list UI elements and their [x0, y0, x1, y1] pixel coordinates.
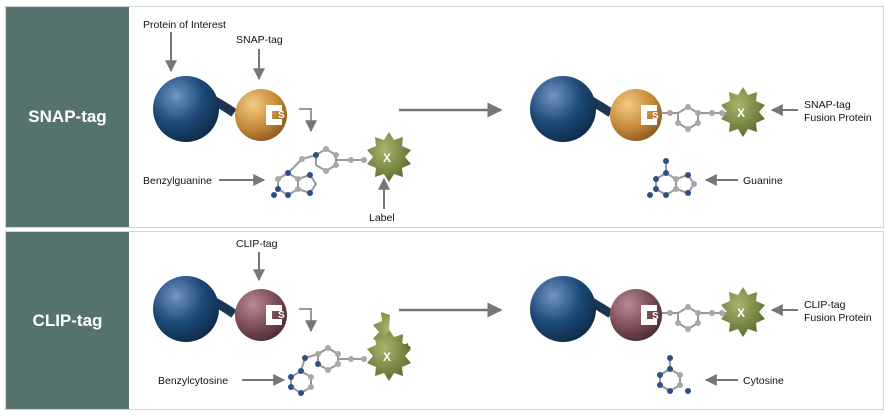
- clip-thiol-glyph: S: [278, 310, 285, 321]
- cytosine-molecule: [657, 355, 691, 394]
- snap-product-thiol-glyph: S: [652, 111, 659, 122]
- cytosine-label: Cytosine: [743, 375, 784, 387]
- snap-tag-scheme: S - Protein of Interest SNAP-tag: [143, 19, 872, 224]
- snap-product-tag-domain: [610, 89, 662, 141]
- snap-label-x-glyph: X: [383, 151, 391, 165]
- clip-product-thiol-glyph: S: [652, 311, 659, 322]
- clip-label-blob: X: [367, 312, 411, 381]
- snap-product-protein: [530, 76, 596, 142]
- clip-protein-of-interest: [153, 276, 219, 342]
- snap-thiol-glyph: S: [278, 110, 285, 121]
- clip-reaction-hook-arrow: [299, 308, 317, 333]
- snap-label-blob: X: [367, 132, 411, 182]
- clip-product-protein: [530, 276, 596, 342]
- snap-protein-of-interest: [153, 76, 219, 142]
- clip-tag-scheme: S - CLIP-tag: [153, 238, 872, 396]
- snap-product-label-blob: X: [721, 87, 765, 137]
- snap-tag-domain: [235, 89, 287, 141]
- clip-product-tag-domain: [610, 289, 662, 341]
- benzylcytosine-molecule: [288, 345, 367, 396]
- clip-tag-panel: CLIP-tag: [5, 231, 884, 410]
- snap-tag-label: SNAP-tag: [236, 34, 283, 46]
- clip-fusion-label-line2: Fusion Protein: [804, 312, 872, 324]
- clip-label-x-glyph: X: [383, 350, 391, 364]
- clip-tag-sidebar: CLIP-tag: [6, 232, 129, 409]
- snap-binding-pocket: [266, 105, 282, 125]
- snap-tag-title: SNAP-tag: [28, 107, 107, 126]
- clip-fusion-label-line1: CLIP-tag: [804, 299, 846, 311]
- snap-reaction-hook-arrow: [299, 108, 317, 133]
- snap-fusion-label-line1: SNAP-tag: [804, 99, 851, 111]
- snap-tag-sidebar: SNAP-tag: [6, 7, 129, 227]
- snap-product-x-glyph: X: [737, 106, 745, 120]
- benzylcytosine-label: Benzylcytosine: [158, 375, 228, 387]
- guanine-label: Guanine: [743, 175, 783, 187]
- svg-text:-: -: [286, 305, 289, 316]
- clip-binding-pocket: [266, 305, 282, 325]
- benzylguanine-molecule: [271, 146, 367, 198]
- guanine-molecule: [647, 158, 697, 198]
- snap-tag-panel: SNAP-tag: [5, 6, 884, 228]
- clip-tag-label: CLIP-tag: [236, 238, 278, 250]
- clip-product-label-blob: X: [721, 287, 765, 337]
- snap-fusion-label-line2: Fusion Protein: [804, 112, 872, 124]
- svg-text:-: -: [286, 105, 289, 116]
- protein-of-interest-label: Protein of Interest: [143, 19, 226, 31]
- clip-product-x-glyph: X: [737, 306, 745, 320]
- clip-tag-title: CLIP-tag: [32, 310, 103, 330]
- label-label: Label: [369, 212, 395, 224]
- benzylguanine-label: Benzylguanine: [143, 175, 212, 187]
- clip-tag-domain: [235, 289, 287, 341]
